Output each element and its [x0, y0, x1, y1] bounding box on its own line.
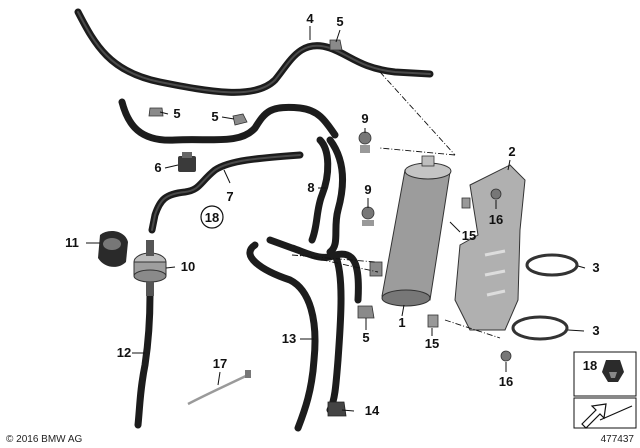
reference-lines [291, 71, 501, 339]
callout-6: 6 [154, 160, 161, 175]
callout-9-top: 9 [361, 111, 368, 126]
direction-arrow-icon [581, 403, 607, 429]
legend-box: 18 [573, 351, 637, 397]
callout-3-lower: 3 [592, 323, 599, 338]
callout-9-mid: 9 [364, 182, 371, 197]
diagram-id: 477437 [601, 434, 635, 445]
callout-5-mid: 5 [211, 109, 218, 124]
hose-13 [246, 236, 362, 432]
ring-3-lower [511, 315, 569, 341]
callout-18-circled: 18 [200, 205, 224, 229]
callout-17: 17 [213, 356, 227, 371]
ring-3-upper [525, 253, 579, 277]
arrow-box [573, 397, 637, 429]
callout-18: 18 [205, 210, 219, 225]
hose-8 [308, 136, 346, 256]
callout-labels: 4 5 5 5 9 6 7 8 9 18 11 10 12 13 5 14 17… [65, 11, 599, 418]
holder-11 [98, 230, 128, 267]
screw-15-top [461, 197, 471, 209]
callout-2: 2 [508, 144, 515, 159]
screw-9-top [358, 131, 372, 153]
copyright-text: © 2016 BMW AG [6, 434, 83, 445]
callout-3-upper: 3 [592, 260, 599, 275]
legend-number: 18 [583, 358, 597, 373]
callout-8: 8 [307, 180, 314, 195]
callout-14: 14 [365, 403, 380, 418]
clip-5-mid [232, 113, 248, 126]
callout-16-lower: 16 [499, 374, 513, 389]
hose-7 [118, 98, 339, 234]
charcoal-canister-1 [369, 155, 452, 307]
callout-5-bottom: 5 [362, 330, 369, 345]
callout-15-lower: 15 [425, 336, 439, 351]
callout-7: 7 [226, 189, 233, 204]
hose-12 [134, 291, 154, 429]
callout-12: 12 [117, 345, 131, 360]
callout-5-left: 5 [173, 106, 180, 121]
callout-11: 11 [65, 235, 79, 250]
callout-16-upper: 16 [489, 212, 503, 227]
screw-15-bottom [427, 314, 439, 328]
clip-5-bottom [357, 305, 375, 319]
callout-1: 1 [398, 315, 405, 330]
hose-4 [74, 8, 434, 96]
valve-10 [133, 240, 167, 296]
callout-4: 4 [306, 11, 314, 26]
screw-16-bottom [500, 350, 512, 362]
grommet-18-icon [602, 360, 624, 382]
clip-14 [327, 401, 347, 417]
callout-13: 13 [282, 331, 296, 346]
cable-tie-17 [187, 370, 251, 406]
callout-leaders [86, 26, 586, 412]
screw-16-top [490, 188, 502, 200]
callout-5-top: 5 [336, 14, 343, 29]
clip-6 [178, 152, 196, 172]
callout-15-upper: 15 [462, 228, 476, 243]
screw-9-mid [361, 206, 375, 226]
callout-10: 10 [181, 259, 195, 274]
clip-5-left [148, 107, 164, 117]
bracket-2 [454, 164, 526, 331]
